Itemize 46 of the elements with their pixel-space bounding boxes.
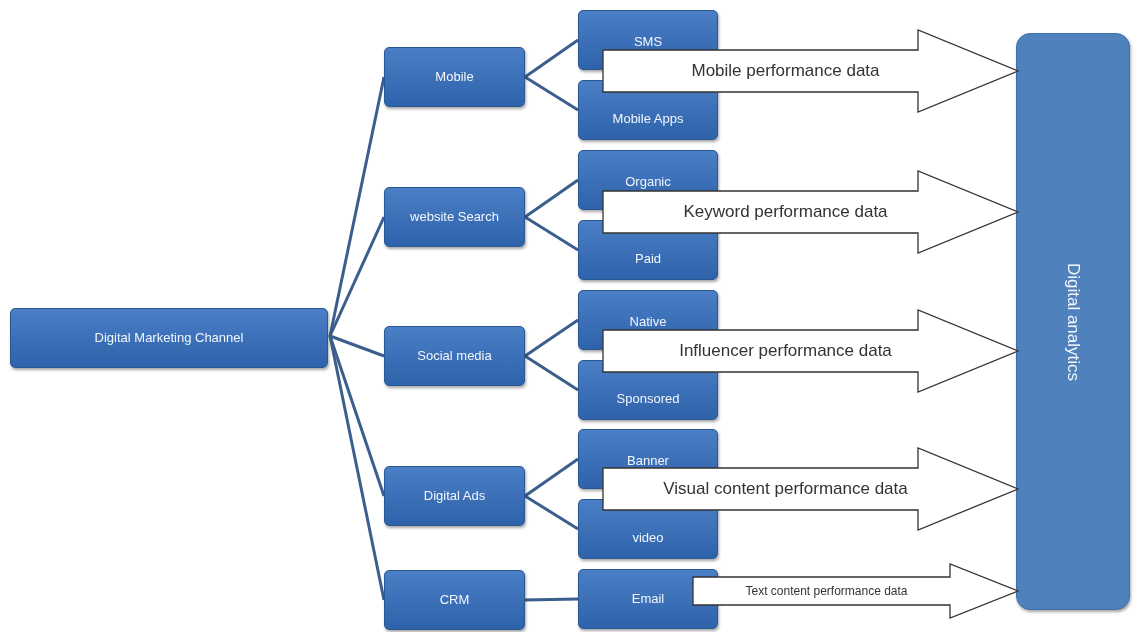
block-arrow <box>692 563 1020 619</box>
block-arrow <box>602 29 1020 113</box>
node-label: Social media <box>417 346 492 365</box>
connector-line <box>328 216 386 337</box>
node-label: Banner <box>627 452 669 470</box>
node-label: SMS <box>633 33 663 51</box>
node-label: Sponsored <box>616 390 680 409</box>
channel-box <box>384 187 525 247</box>
node-label: Digital Ads <box>423 486 486 505</box>
block-arrow <box>602 170 1020 254</box>
connector-line <box>524 457 579 498</box>
connector-line <box>524 75 579 112</box>
node-label: Digital Marketing Channel <box>94 328 244 347</box>
node-label: Paid <box>635 250 661 269</box>
node-label: Digital analytics <box>1063 262 1085 381</box>
edge-label: Influencer performance data <box>679 341 892 361</box>
node-label: website Search <box>410 207 499 226</box>
node-label: Organic <box>625 173 671 191</box>
channel-box <box>384 570 525 630</box>
edge-label: Mobile performance data <box>691 61 880 81</box>
connector-line <box>524 318 579 358</box>
connector-line <box>524 354 579 392</box>
node-label: CRM <box>439 590 470 609</box>
connector-line <box>524 494 579 531</box>
node-label: Mobile Apps <box>612 110 684 129</box>
block-arrow <box>602 447 1020 531</box>
block-arrow <box>602 309 1020 393</box>
edge-label: Visual content performance data <box>663 479 908 499</box>
connector-line <box>524 38 579 79</box>
node-label: video <box>632 529 664 548</box>
connector-line <box>524 597 579 602</box>
channel-box <box>384 466 525 526</box>
channel-box <box>578 569 718 629</box>
connector-line <box>524 215 579 252</box>
analytics-panel <box>1016 33 1130 610</box>
channel-box <box>384 326 525 386</box>
channel-box <box>384 47 525 107</box>
connector-line <box>329 334 385 358</box>
channel-box <box>10 308 328 368</box>
edge-label: Keyword performance data <box>683 202 888 222</box>
node-label: Native <box>629 313 667 331</box>
edge-label: Text content performance data <box>745 584 908 598</box>
node-label: Email <box>631 589 665 608</box>
connector-line <box>328 335 386 601</box>
connector-line <box>524 178 579 219</box>
node-label: Mobile <box>435 67 474 86</box>
